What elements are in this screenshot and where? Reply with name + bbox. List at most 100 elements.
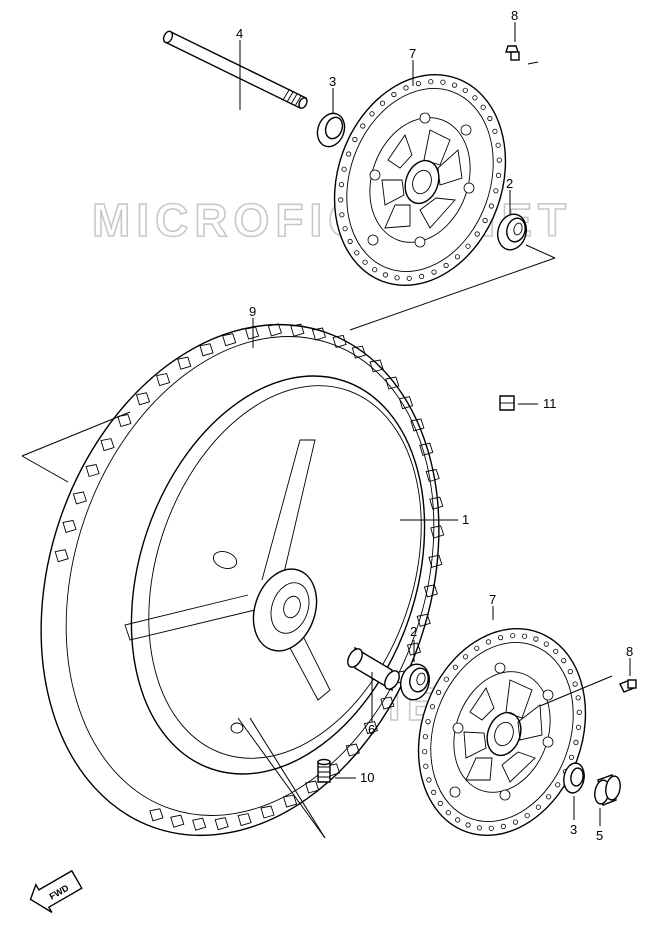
disc-perforation xyxy=(338,182,344,188)
callout-8-upper: 8 xyxy=(511,8,518,23)
tread-block xyxy=(199,343,214,357)
callout-2-lower: 2 xyxy=(410,624,417,639)
disc-perforation xyxy=(512,819,519,825)
tread-block xyxy=(290,323,305,337)
callout-9: 9 xyxy=(249,304,256,319)
callout-3-upper: 3 xyxy=(329,74,336,89)
disc-perforation xyxy=(474,645,480,651)
tread-block xyxy=(283,794,298,808)
disc-perforation xyxy=(445,810,451,816)
disc-perforation xyxy=(555,782,561,788)
callout-10: 10 xyxy=(360,770,374,785)
tread-block xyxy=(385,376,400,390)
disc-perforation xyxy=(422,749,428,755)
disc-perforation xyxy=(443,262,449,269)
disc-perforation xyxy=(428,79,434,85)
disc-perforation xyxy=(480,104,486,110)
disc-perforation xyxy=(510,633,516,639)
disc-perforation xyxy=(535,804,542,810)
tread-block xyxy=(237,813,252,827)
disc-perforation xyxy=(425,718,431,725)
bearing-upper xyxy=(496,213,528,251)
disc-perforation xyxy=(352,136,358,143)
disc-perforation xyxy=(465,243,471,249)
axle-collar xyxy=(594,774,621,806)
tread-block xyxy=(332,334,347,348)
tread-block xyxy=(267,323,282,337)
fwd-direction-badge: FWD xyxy=(29,869,83,913)
callout-5: 5 xyxy=(596,828,603,843)
disc-perforation xyxy=(462,87,468,93)
tread-block xyxy=(135,392,151,406)
tread-block xyxy=(398,396,414,410)
tread-block xyxy=(260,805,275,819)
disc-perforation xyxy=(443,676,449,682)
callout-labels: 4 3 7 8 2 9 11 1 7 2 8 6 10 3 5 xyxy=(236,8,633,843)
disc-perforation xyxy=(572,681,578,687)
disc-perforation xyxy=(576,709,582,715)
air-valve xyxy=(317,758,331,783)
disc-perforation xyxy=(567,668,573,675)
callout-4: 4 xyxy=(236,26,243,41)
disc-perforation xyxy=(568,754,575,760)
front-axle xyxy=(162,30,308,109)
disc-perforation xyxy=(543,641,549,647)
tread-block xyxy=(222,333,237,347)
disc-perforation xyxy=(524,813,530,819)
disc-perforation xyxy=(422,734,428,740)
tread-block xyxy=(423,584,438,598)
callout-1: 1 xyxy=(462,512,469,527)
tread-block xyxy=(428,554,443,568)
tread-block xyxy=(416,613,431,627)
tread-block xyxy=(214,817,229,831)
tread-block xyxy=(425,468,440,483)
disc-perforation xyxy=(493,188,499,194)
callout-7-lower: 7 xyxy=(489,592,496,607)
disc-perforation xyxy=(382,272,389,278)
disc-bolt-lower xyxy=(619,679,637,693)
disc-perforation xyxy=(500,823,506,830)
disc-perforation xyxy=(338,197,344,203)
tread-block xyxy=(149,808,164,822)
tread-block xyxy=(419,442,434,456)
dust-seal-lower xyxy=(563,762,585,794)
disc-perforation xyxy=(521,633,528,639)
disc-perforation xyxy=(423,763,429,769)
disc-perforation xyxy=(545,794,552,800)
disc-perforation xyxy=(429,704,436,710)
disc-perforation xyxy=(431,269,437,275)
disc-perforation xyxy=(488,203,494,209)
disc-perforation xyxy=(406,275,412,281)
disc-perforation xyxy=(403,85,409,91)
dust-seal-upper xyxy=(316,112,346,148)
disc-perforation xyxy=(455,817,461,823)
callout-3-lower: 3 xyxy=(570,822,577,837)
tread-block xyxy=(311,327,327,341)
disc-perforation xyxy=(440,79,446,85)
tread-block xyxy=(170,814,185,828)
disc-perforation xyxy=(342,226,348,232)
tread-block xyxy=(72,491,87,505)
disc-perforation xyxy=(485,639,492,645)
disc-perforation xyxy=(347,238,353,245)
callout-8-lower: 8 xyxy=(626,644,633,659)
disc-perforation xyxy=(431,789,437,796)
disc-perforation xyxy=(369,111,375,117)
disc-bolt-upper xyxy=(505,45,520,61)
disc-perforation xyxy=(362,259,368,265)
tread-block xyxy=(369,359,384,373)
tread-block xyxy=(363,721,379,735)
tread-block xyxy=(177,356,192,370)
disc-perforation xyxy=(472,95,478,101)
bearing-lower xyxy=(399,663,431,701)
tread-block xyxy=(85,463,100,478)
disc-perforation xyxy=(394,275,400,281)
disc-perforation xyxy=(487,115,493,122)
tread-block xyxy=(156,373,171,387)
callout-6: 6 xyxy=(368,722,375,737)
disc-perforation xyxy=(418,273,425,279)
tread-block xyxy=(100,438,115,452)
disc-perforation xyxy=(495,142,501,148)
tread-block xyxy=(430,525,445,539)
